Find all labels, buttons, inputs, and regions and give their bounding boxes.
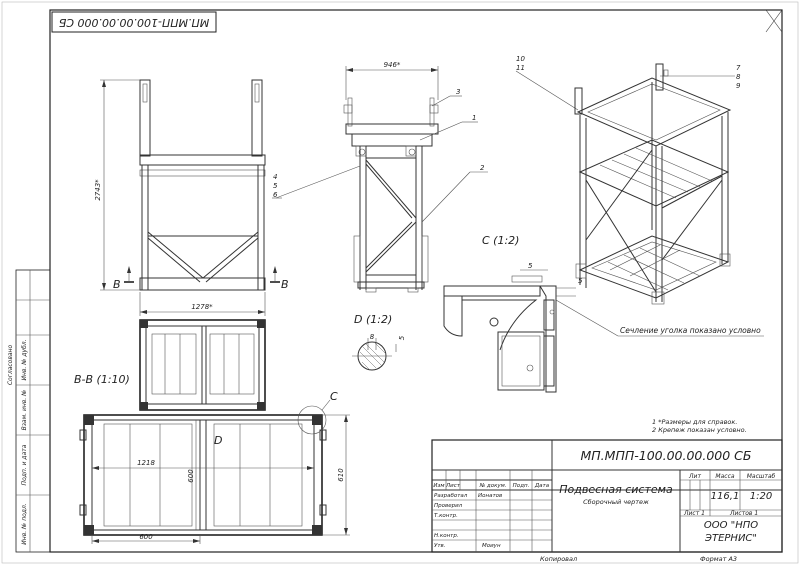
detail-c-5a: 5 <box>528 262 533 270</box>
hdr-sign: Подп. <box>513 483 530 489</box>
pos-8: 8 <box>736 73 741 81</box>
pos-6: 6 <box>273 191 278 199</box>
plan-600h-dim: 600 <box>139 533 153 541</box>
front-view: 2743* 1278* В В <box>94 79 289 316</box>
strip-label-4: Инв. № дубл. <box>21 339 28 380</box>
copied-label: Копировал <box>540 555 577 563</box>
section-b-right: В <box>281 278 289 291</box>
format-label: Формат А3 <box>700 555 737 563</box>
hdr-lit: Лит <box>688 473 701 480</box>
detail-c-5b: 5 <box>578 277 583 285</box>
hdr-list: Лист <box>445 483 461 489</box>
pos-7: 7 <box>736 64 741 72</box>
section-bb-view: В-В (1:10) <box>74 319 266 411</box>
callout-text: Сечление уголка показано условно <box>620 326 761 335</box>
hdr-ndoc: № докум. <box>478 483 506 489</box>
pos-5: 5 <box>273 182 278 190</box>
name-1: Ионатов <box>478 493 502 499</box>
role-2: Проверил <box>434 503 463 509</box>
strip-label-1: Инв. № подл. <box>21 503 28 544</box>
detail-d: D (1:2) 8 5 <box>352 313 406 371</box>
role-3: Т.контр. <box>434 513 458 519</box>
hdr-izm: Изм <box>433 483 444 489</box>
pos-1: 1 <box>472 114 476 122</box>
section-b-left: В <box>113 278 121 291</box>
detail-d-mark: D <box>214 434 222 447</box>
detail-d-label: D (1:2) <box>354 313 392 326</box>
side-view: 946* <box>343 61 439 293</box>
pos-4: 4 <box>273 173 277 181</box>
detail-c-mark: C <box>330 390 338 403</box>
stamp-designation: МП.МПП-100.00.00.000 СБ <box>581 448 752 463</box>
detail-d-8: 8 <box>370 333 375 341</box>
position-leaders: 3 1 2 4 5 6 10 11 7 8 9 <box>272 55 741 223</box>
detail-d-5: 5 <box>398 335 406 340</box>
height-dim: 2743* <box>94 179 102 201</box>
stamp-mass: 116,1 <box>711 491 740 502</box>
side-strip: Инв. № подл. Подп. и дата Взам. инв. № И… <box>7 269 51 553</box>
stamp-scale: 1:20 <box>750 491 772 502</box>
plan-610-dim: 610 <box>337 468 345 482</box>
stamp-sheets: Листов 1 <box>729 510 758 517</box>
top-width-dim: 946* <box>384 61 401 69</box>
pos-11: 11 <box>516 64 525 72</box>
pos-10: 10 <box>516 55 525 63</box>
corner-cut-2 <box>765 9 783 33</box>
strip-label-3: Взам. инв. № <box>21 390 28 431</box>
rotated-designation: МП.МПП-100.00.00.000 СБ <box>51 11 217 33</box>
stamp-title: Подвесная система <box>559 483 673 496</box>
plan-view: 1218 600 600 610 C D <box>79 390 350 544</box>
stamp-sheet: Лист 1 <box>683 510 705 517</box>
role-5: Утв. <box>434 543 446 549</box>
detail-c: С (1:2) 5 5 Сечление уголка показано усл… <box>443 234 764 393</box>
isometric-view <box>574 63 732 305</box>
strip-label-5: Согласовано <box>7 345 14 386</box>
strip-label-2: Подп. и дата <box>21 444 28 485</box>
stamp-company-2: ЭТЕРНИС" <box>704 533 757 544</box>
rotated-designation-text: МП.МПП-100.00.00.000 СБ <box>59 16 209 29</box>
front-width-dim: 1278* <box>191 303 213 311</box>
hdr-scale: Масштаб <box>747 473 776 480</box>
plan-inner-dim: 1218 <box>137 459 155 467</box>
section-bb-label: В-В (1:10) <box>74 373 130 386</box>
plan-600v-dim: 600 <box>187 469 195 483</box>
note-1: 1 *Размеры для справок. <box>652 418 737 426</box>
hdr-mass: Масса <box>715 473 734 480</box>
stamp-company-1: ООО "НПО <box>704 520 758 531</box>
role-4: Н.контр. <box>434 533 459 539</box>
stamp-subtitle: Сборочный чертеж <box>583 498 649 506</box>
note-2: 2 Крепеж показан условно. <box>652 426 747 434</box>
pos-2: 2 <box>480 164 485 172</box>
role-1: Разработал <box>434 493 468 499</box>
pos-9: 9 <box>736 82 741 90</box>
hdr-date: Дата <box>534 483 550 489</box>
pos-3: 3 <box>456 88 460 96</box>
name-5: Моиун <box>482 543 501 549</box>
detail-c-label: С (1:2) <box>482 234 519 247</box>
title-block: МП.МПП-100.00.00.000 СБ Подвесная систем… <box>431 439 783 553</box>
